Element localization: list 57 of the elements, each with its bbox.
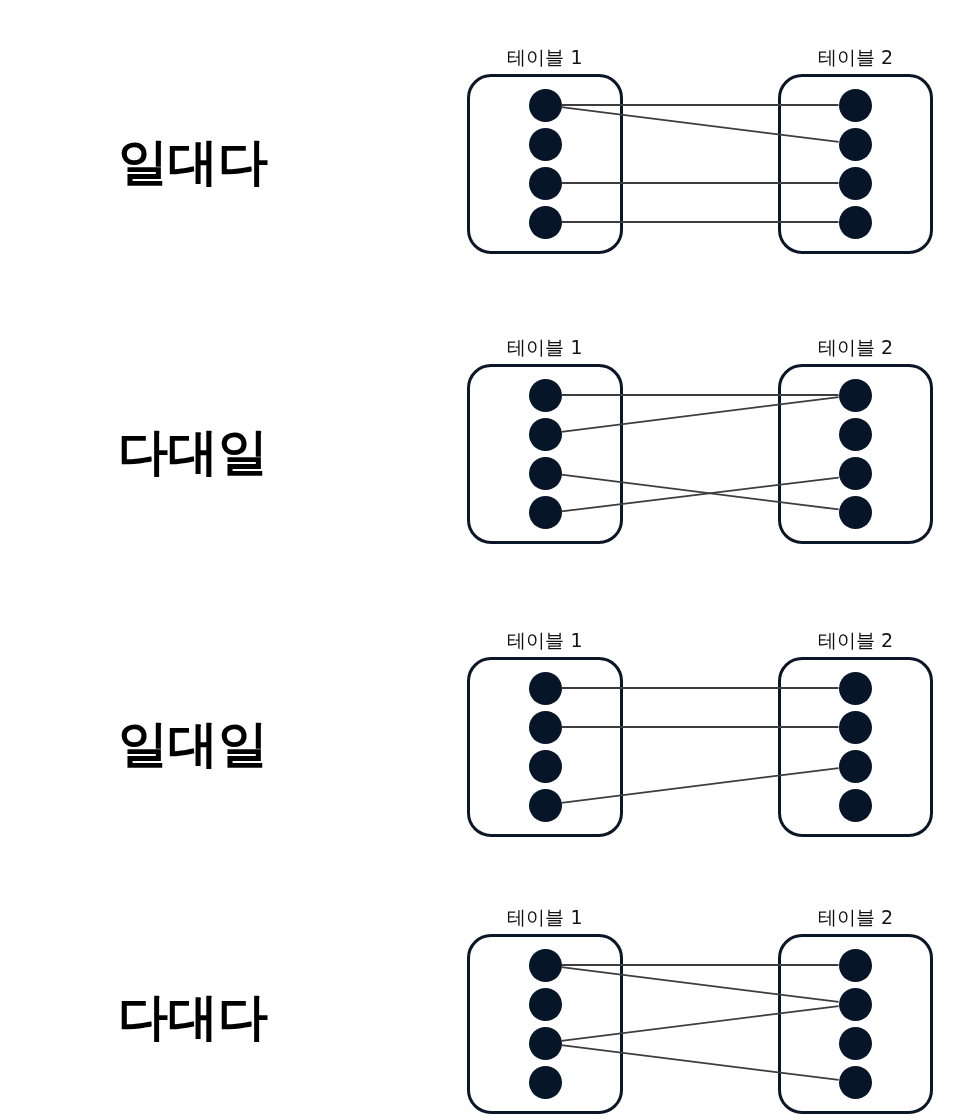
table-title: 테이블 1 — [507, 905, 583, 929]
connector-line — [560, 394, 840, 396]
table-title: 테이블 2 — [817, 335, 894, 359]
dot-icon — [838, 1065, 872, 1099]
dot-icon — [838, 788, 872, 822]
connector-line — [560, 104, 840, 106]
dot-icon — [528, 88, 562, 122]
dot-icon — [528, 378, 562, 412]
dot-icon — [838, 671, 872, 705]
dot-icon — [838, 88, 872, 122]
connector-line — [560, 221, 840, 223]
dot-icon — [528, 987, 562, 1021]
connector-line — [560, 182, 840, 184]
table-title: 테이블 2 — [817, 628, 894, 652]
connector-line — [560, 966, 840, 1003]
relationship-title: 일대다 — [118, 134, 268, 192]
table-title: 테이블 2 — [817, 45, 894, 69]
relationship-title: 다대일 — [118, 424, 268, 482]
dot-icon — [528, 710, 562, 744]
dot-icon — [838, 495, 872, 529]
connector-line — [560, 1005, 840, 1042]
dot-icon — [838, 378, 872, 412]
dot-icon — [528, 788, 562, 822]
connector-line — [560, 767, 840, 804]
dot-icon — [528, 948, 562, 982]
table-title: 테이블 1 — [507, 335, 583, 359]
dot-icon — [528, 671, 562, 705]
dot-icon — [838, 948, 872, 982]
dot-icon — [838, 456, 872, 490]
connector-line — [560, 726, 840, 728]
dot-icon — [838, 749, 872, 783]
dot-icon — [528, 205, 562, 239]
dot-icon — [528, 166, 562, 200]
dot-icon — [838, 710, 872, 744]
connector-line — [560, 106, 840, 143]
connector-line — [560, 1044, 840, 1081]
dot-icon — [528, 495, 562, 529]
table-title: 테이블 1 — [507, 628, 583, 652]
dot-icon — [528, 1065, 562, 1099]
dot-icon — [838, 417, 872, 451]
dot-icon — [528, 749, 562, 783]
table-title: 테이블 1 — [507, 45, 583, 69]
connector-line — [560, 396, 840, 433]
dot-icon — [838, 166, 872, 200]
relationship-title: 일대일 — [118, 716, 268, 774]
dot-icon — [528, 456, 562, 490]
dot-icon — [528, 417, 562, 451]
relationship-title: 다대다 — [118, 989, 268, 1047]
dot-icon — [838, 205, 872, 239]
connector-line — [560, 964, 840, 966]
dot-icon — [838, 987, 872, 1021]
connector-line — [560, 687, 840, 689]
dot-icon — [838, 127, 872, 161]
dot-icon — [838, 1026, 872, 1060]
table-title: 테이블 2 — [817, 905, 894, 929]
dot-icon — [528, 127, 562, 161]
dot-icon — [528, 1026, 562, 1060]
